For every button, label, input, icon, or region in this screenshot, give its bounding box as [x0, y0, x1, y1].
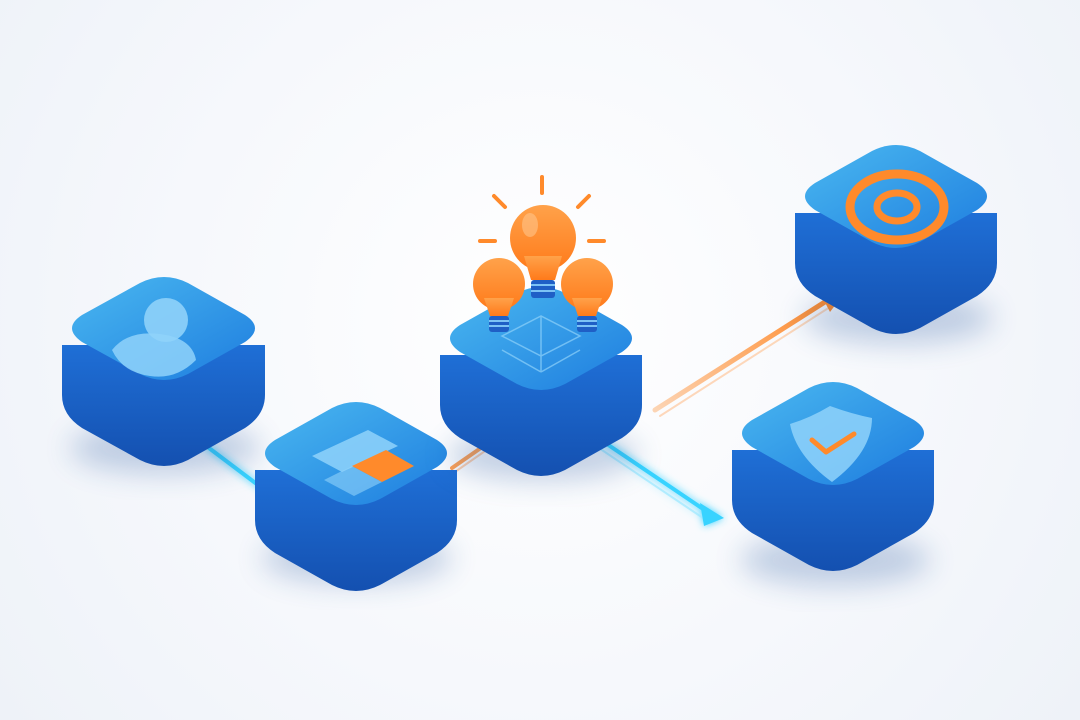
- shield-check-icon: [790, 406, 872, 482]
- tile-security: [732, 382, 934, 586]
- tile-ideas: [440, 175, 642, 481]
- tile-document: [255, 402, 457, 591]
- document-icon: [312, 430, 414, 496]
- tile-user: [62, 277, 265, 474]
- arrowhead-icon: [700, 503, 724, 526]
- target-icon: [845, 169, 949, 245]
- bulb-center: [510, 205, 576, 298]
- bulb-right: [561, 258, 613, 332]
- pedestal-outline: [500, 315, 582, 373]
- light-rays: [478, 175, 606, 243]
- lightbulbs-icon: [473, 175, 613, 332]
- tile-goal: [795, 145, 997, 344]
- user-icon: [112, 298, 196, 377]
- bulb-left: [473, 258, 525, 332]
